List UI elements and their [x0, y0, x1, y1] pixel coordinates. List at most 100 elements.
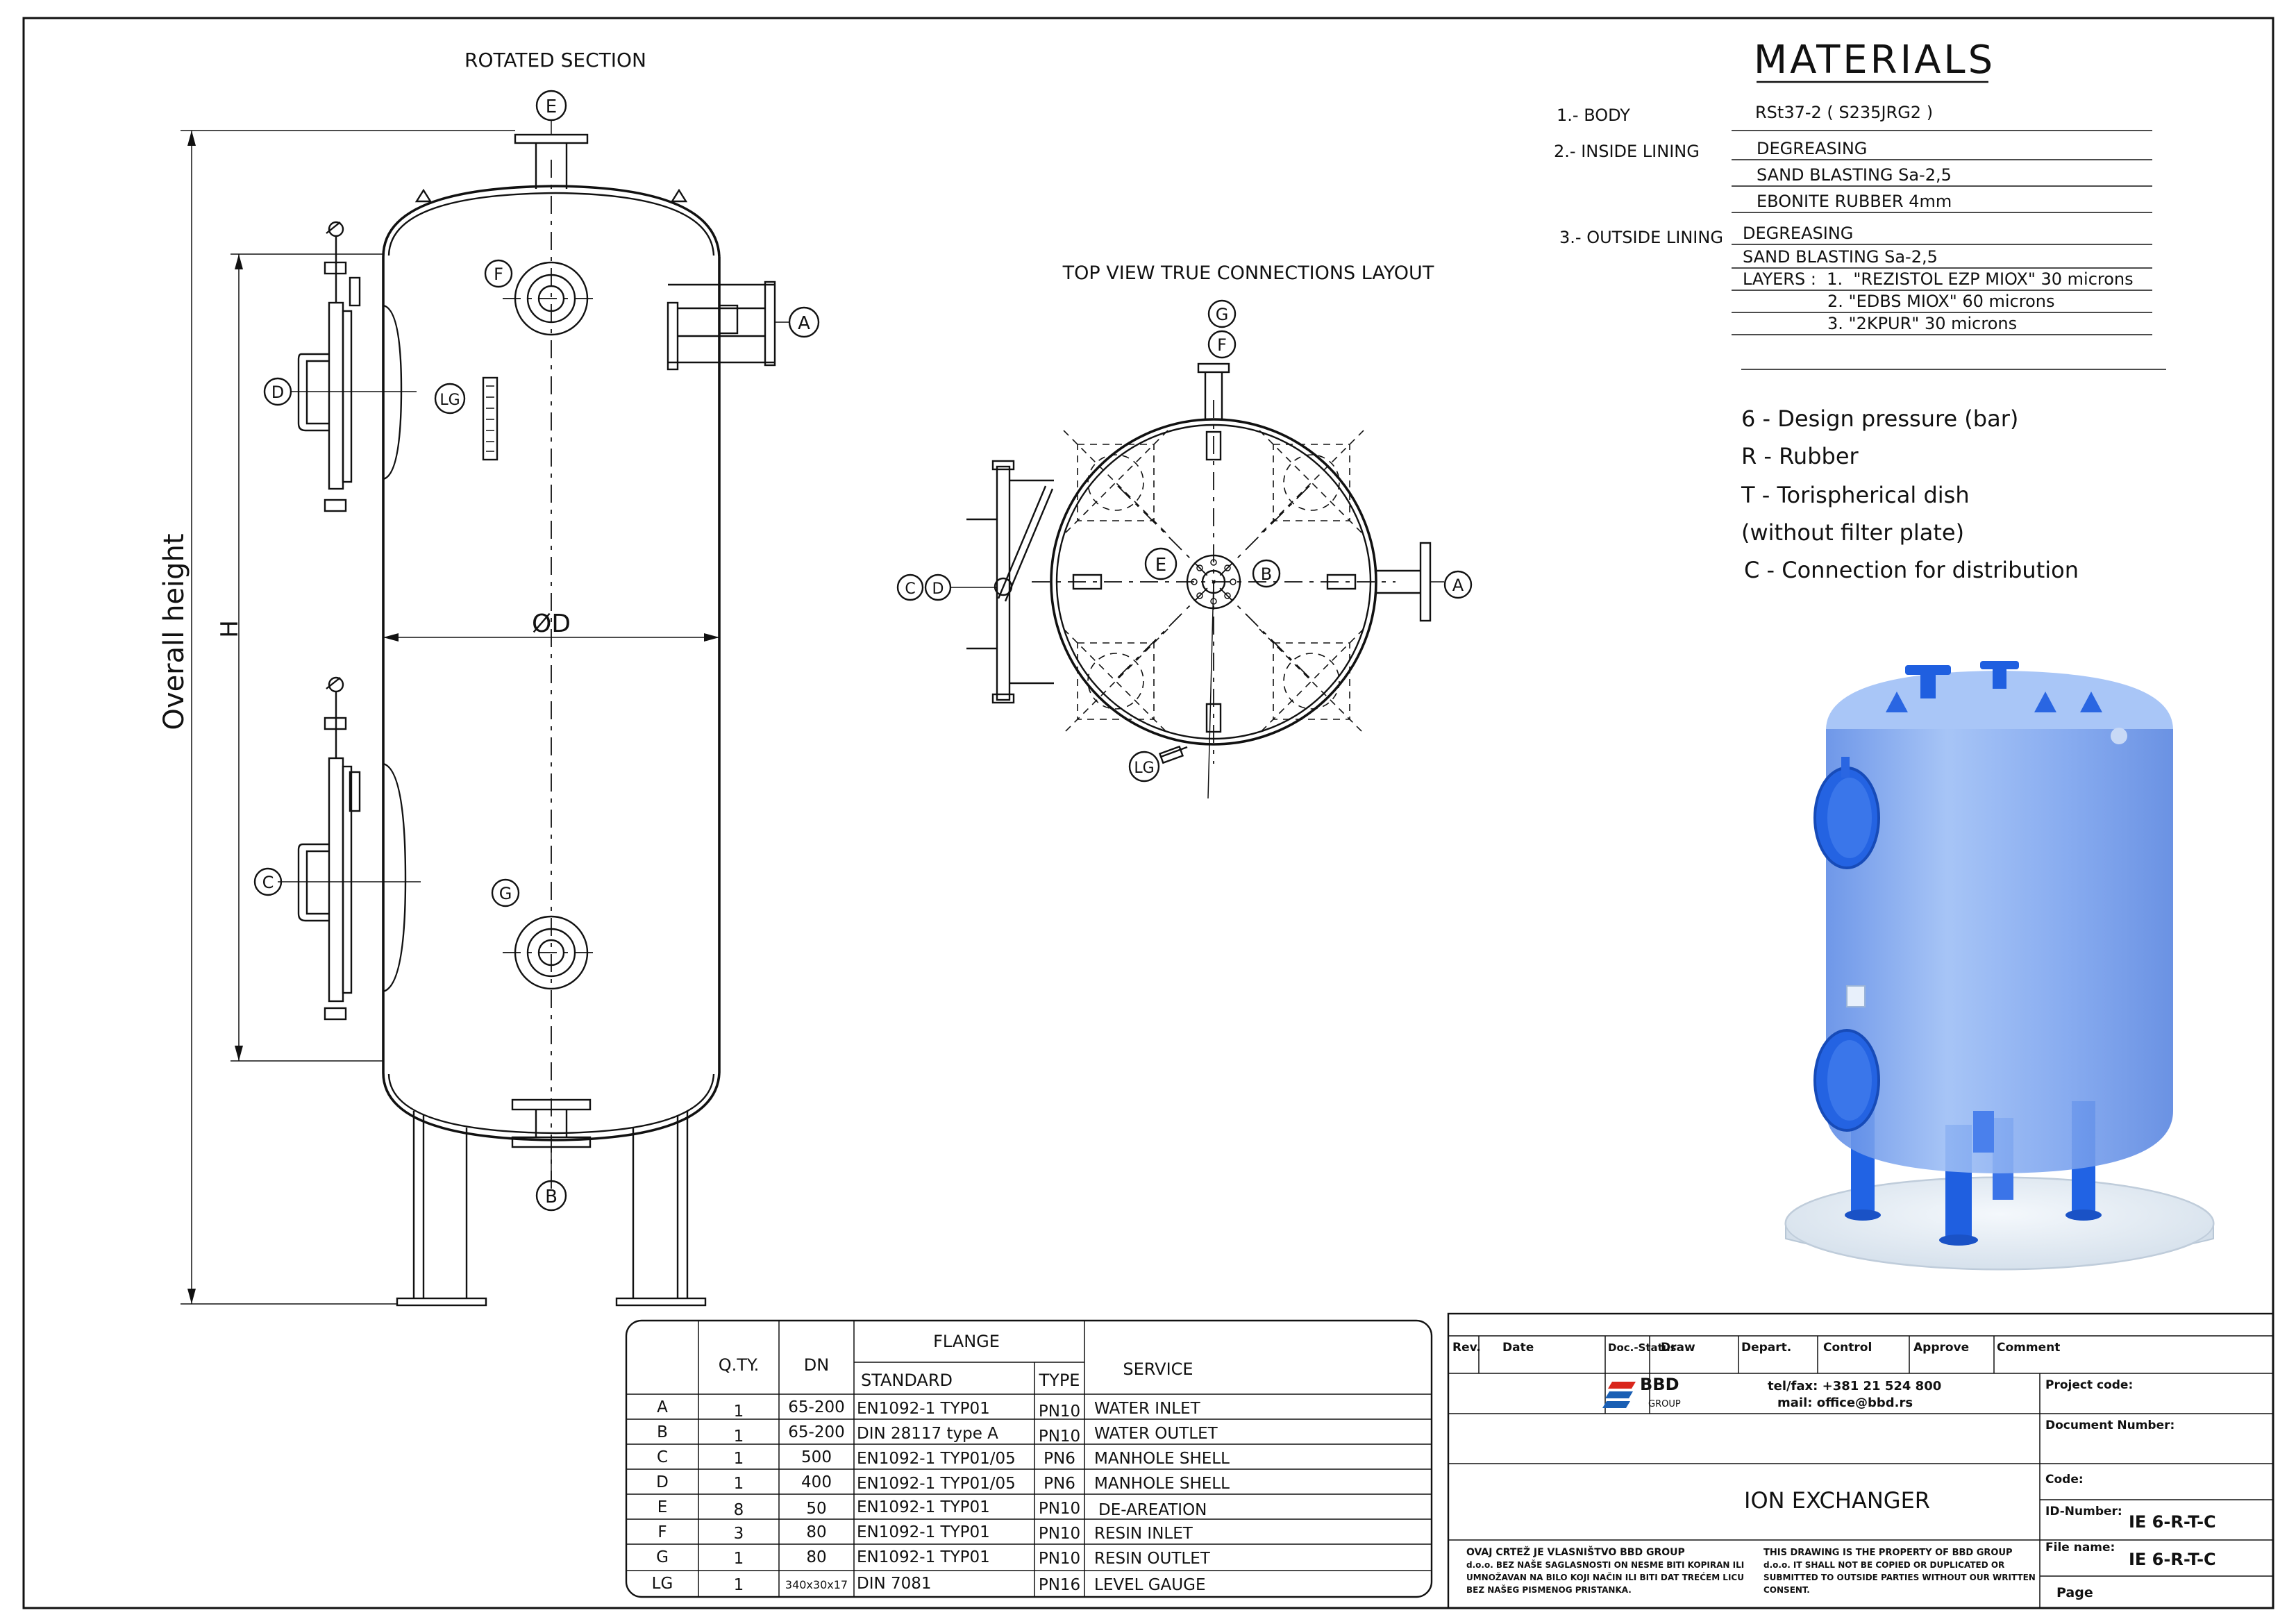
id-number-value: IE 6-R-T-C	[2129, 1512, 2216, 1532]
hdr-approve: Approve	[1913, 1341, 1969, 1355]
row-standard: DIN 7081	[857, 1575, 932, 1593]
row-dn: 65-200	[788, 1423, 844, 1441]
outside-lining-label: 3.- OUTSIDE LINING	[1559, 228, 1723, 247]
notice-local-4: BEZ NAŠEG PISMENOG PRISTANKA.	[1466, 1584, 1632, 1595]
col-service: SERVICE	[1123, 1359, 1193, 1379]
hdr-rev: Rev.	[1452, 1341, 1481, 1355]
diameter-label: ØD	[532, 610, 571, 638]
row-type: PN10	[1039, 1500, 1080, 1518]
page-label: Page	[2056, 1585, 2093, 1600]
row-service: RESIN OUTLET	[1094, 1550, 1211, 1568]
row-qty: 1	[734, 1576, 744, 1594]
col-qty: Q.TY.	[719, 1355, 760, 1375]
outside-line-3: LAYERS : 1. "REZISTOL EZP MIOX" 30 micro…	[1743, 269, 2134, 289]
table-row: B 1 65-200 DIN 28117 type A PN10 WATER O…	[657, 1423, 1218, 1446]
table-row: G 1 80 EN1092-1 TYP01 PN10 RESIN OUTLET	[656, 1548, 1211, 1568]
row-qty: 1	[734, 1428, 744, 1446]
table-row: LG 1 340x30x17 DIN 7081 PN16 LEVEL GAUGE	[652, 1575, 1206, 1594]
project-code-label: Project code:	[2045, 1378, 2133, 1392]
contact-tel: tel/fax: +381 21 524 800	[1768, 1379, 1941, 1393]
bbd-logo	[1602, 1382, 1636, 1408]
row-tag: LG	[652, 1575, 673, 1593]
row-service: MANHOLE SHELL	[1094, 1450, 1230, 1468]
body-label: 1.- BODY	[1557, 106, 1630, 125]
vessel-3d-render	[1784, 661, 2215, 1271]
row-tag: A	[657, 1398, 668, 1416]
row-type: PN10	[1039, 1403, 1080, 1421]
row-type: PN6	[1044, 1475, 1075, 1493]
row-type: PN10	[1039, 1525, 1080, 1543]
row-qty: 1	[734, 1450, 744, 1468]
connections-table: Q.TY. DN FLANGE STANDARD TYPE SERVICE A …	[625, 1319, 1433, 1598]
hdr-depart: Depart.	[1741, 1341, 1791, 1355]
row-dn: 80	[806, 1523, 826, 1541]
legend-line-1: 6 - Design pressure (bar)	[1741, 405, 2018, 432]
tag-e-top-view: E	[1155, 555, 1166, 576]
row-type: PN16	[1039, 1576, 1080, 1594]
legend-block: 6 - Design pressure (bar) R - Rubber T -…	[1741, 405, 2079, 583]
hdr-date: Date	[1502, 1341, 1534, 1355]
tag-c-front: C	[262, 873, 274, 892]
tag-g-top-view: G	[1216, 305, 1229, 324]
hdr-draw: Draw	[1661, 1341, 1695, 1355]
row-standard: EN1092-1 TYP01/05	[857, 1450, 1016, 1468]
materials-title: MATERIALS	[1754, 37, 1995, 83]
col-flange: FLANGE	[933, 1332, 1000, 1351]
notice-en-2: d.o.o. IT SHALL NOT BE COPIED OR DUPLICA…	[1763, 1560, 2004, 1570]
tag-a-side: A	[798, 313, 810, 334]
outside-line-4: 2. "EDBS MIOX" 60 microns	[1827, 292, 2055, 311]
table-row: D 1 400 EN1092-1 TYP01/05 PN6 MANHOLE SH…	[656, 1473, 1230, 1493]
table-row: F 3 80 EN1092-1 TYP01 PN10 RESIN INLET	[657, 1523, 1193, 1543]
row-dn: 400	[801, 1473, 832, 1491]
table-row: C 1 500 EN1092-1 TYP01/05 PN6 MANHOLE SH…	[657, 1448, 1230, 1468]
top-view: TOP VIEW TRUE CONNECTIONS LAYOUT E B	[896, 262, 1473, 799]
row-service: DE-AREATION	[1098, 1501, 1207, 1519]
row-tag: G	[656, 1548, 669, 1566]
drawing-title: ION EXCHANGER	[1744, 1487, 1930, 1514]
title-block: Rev. Date Doc.-Status Draw Depart. Contr…	[1447, 1312, 2274, 1609]
col-standard: STANDARD	[861, 1371, 953, 1390]
row-service: MANHOLE SHELL	[1094, 1475, 1230, 1493]
row-tag: F	[657, 1523, 667, 1541]
notice-local-2: d.o.o. BEZ NAŠE SAGLASNOSTI ON NESME BIT…	[1466, 1559, 1744, 1570]
notice-en-1: THIS DRAWING IS THE PROPERTY OF BBD GROU…	[1763, 1548, 2013, 1558]
inside-lining-label: 2.- INSIDE LINING	[1554, 142, 1700, 161]
hdr-comment: Comment	[1997, 1341, 2060, 1355]
hdr-control: Control	[1823, 1341, 1872, 1355]
row-standard: EN1092-1 TYP01	[857, 1498, 990, 1516]
table-row: A 1 65-200 EN1092-1 TYP01 PN10 WATER INL…	[657, 1398, 1201, 1421]
inside-line-3: EBONITE RUBBER 4mm	[1757, 192, 1952, 211]
rotated-section-view: ROTATED SECTION E B	[158, 49, 820, 1307]
row-standard: EN1092-1 TYP01	[857, 1523, 990, 1541]
col-dn: DN	[804, 1355, 829, 1375]
legend-line-4: (without filter plate)	[1741, 519, 1964, 546]
row-dn: 65-200	[788, 1398, 844, 1416]
row-standard: EN1092-1 TYP01	[857, 1400, 990, 1418]
row-dn: 80	[806, 1548, 826, 1566]
outside-line-2: SAND BLASTING Sa-2,5	[1743, 247, 1938, 267]
company-name: BBD	[1640, 1375, 1679, 1394]
inside-line-2: SAND BLASTING Sa-2,5	[1757, 165, 1952, 185]
tag-c-top-view: C	[905, 580, 915, 598]
company-sub: GROUP	[1648, 1399, 1681, 1409]
materials-block: MATERIALS 1.- BODY RSt37-2 ( S235JRG2 ) …	[1554, 37, 2166, 370]
file-name-value: IE 6-R-T-C	[2129, 1550, 2216, 1569]
tag-g-front: G	[499, 884, 512, 903]
code-label: Code:	[2045, 1473, 2084, 1487]
outside-line-1: DEGREASING	[1743, 224, 1853, 243]
row-type: PN10	[1039, 1428, 1080, 1446]
inside-line-1: DEGREASING	[1757, 139, 1867, 158]
row-service: WATER INLET	[1094, 1400, 1201, 1418]
row-service: WATER OUTLET	[1094, 1425, 1218, 1443]
tag-lg-top-view: LG	[1134, 760, 1154, 777]
contact-mail: mail: office@bbd.rs	[1777, 1396, 1913, 1410]
row-qty: 1	[734, 1475, 744, 1493]
tag-b-bottom: B	[545, 1187, 558, 1207]
row-tag: B	[657, 1423, 668, 1441]
tag-b-top-view: B	[1261, 564, 1272, 584]
row-standard: EN1092-1 TYP01/05	[857, 1475, 1016, 1493]
notice-en-4: CONSENT.	[1763, 1585, 1810, 1595]
top-view-title: TOP VIEW TRUE CONNECTIONS LAYOUT	[1062, 262, 1434, 284]
h-label: H	[216, 620, 244, 638]
tag-e-top: E	[546, 97, 557, 117]
